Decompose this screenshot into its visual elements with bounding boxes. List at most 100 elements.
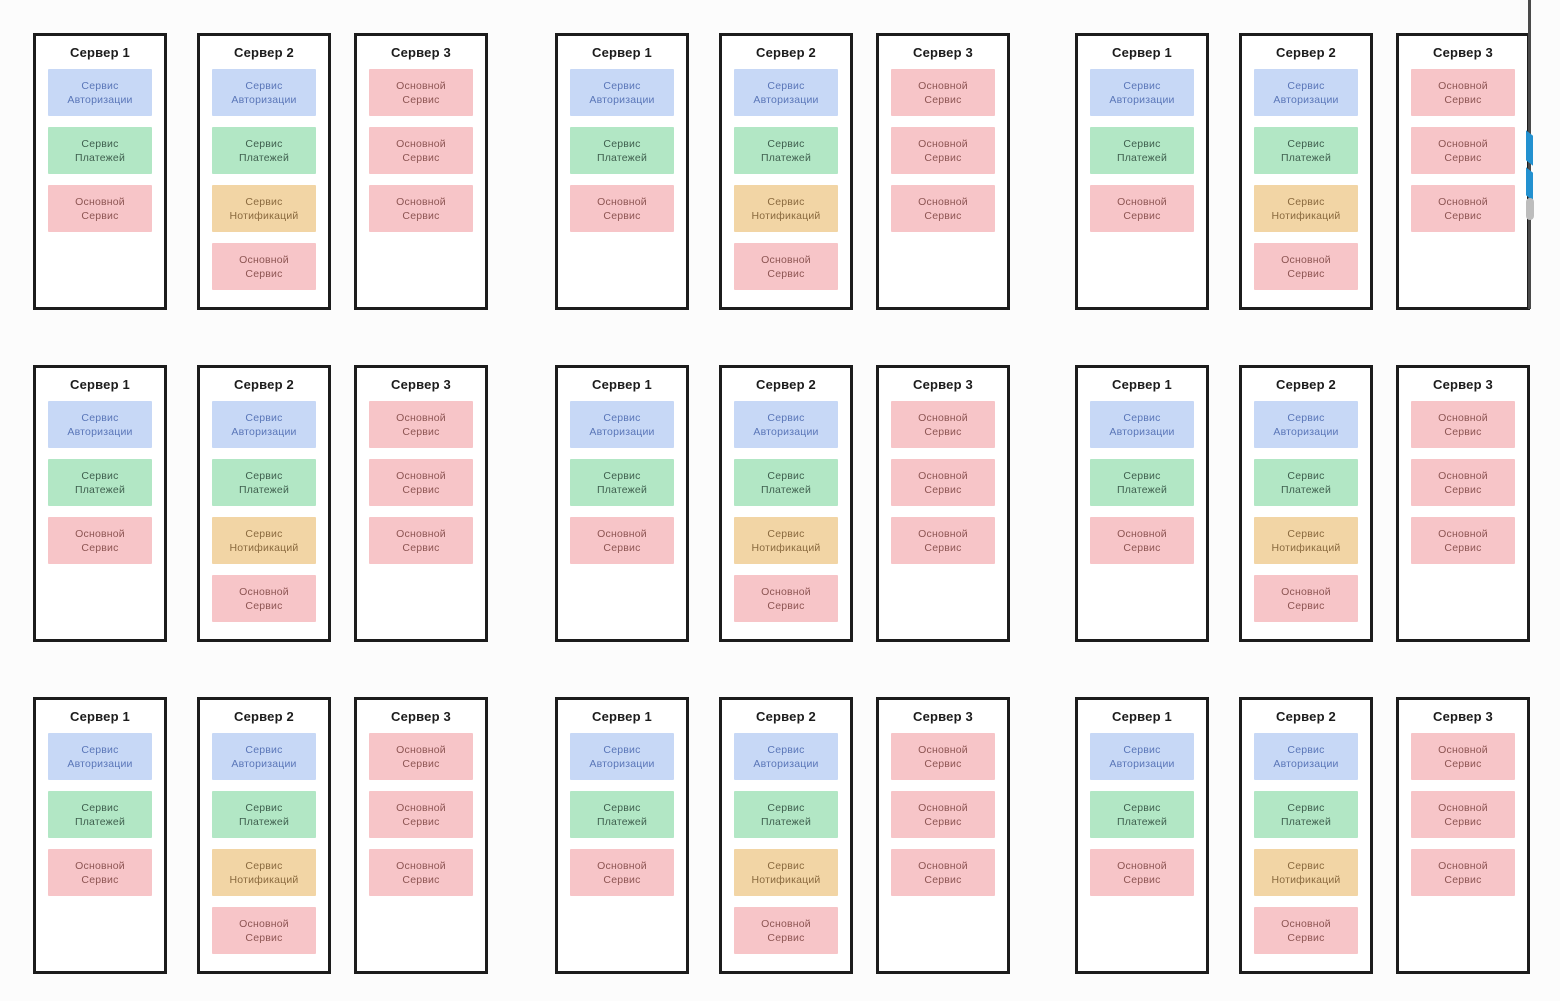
service-label: Авторизации — [589, 93, 655, 106]
server-2-title: Сервер 2 — [756, 377, 816, 392]
server-box-2: Сервер 2 Сервис Авторизации Сервис Плате… — [197, 697, 331, 974]
auth-service-block: Сервис Авторизации — [212, 733, 316, 780]
service-label: Нотификаций — [229, 541, 299, 554]
service-label: Основной — [1281, 917, 1331, 930]
server-box-2: Сервер 2 Сервис Авторизации Сервис Плате… — [197, 365, 331, 642]
service-label: Платежей — [74, 483, 126, 496]
server-3-title: Сервер 3 — [1433, 377, 1493, 392]
service-label: Сервис — [1444, 209, 1482, 222]
service-label: Сервис — [603, 137, 641, 150]
service-label: Сервис — [767, 527, 805, 540]
service-label: Основной — [1438, 743, 1488, 756]
service-label: Сервис — [767, 195, 805, 208]
service-label: Основной — [1438, 411, 1488, 424]
auth-service-block: Сервис Авторизации — [1090, 401, 1194, 448]
service-label: Платежей — [238, 815, 290, 828]
service-label: Основной — [239, 253, 289, 266]
main-service-block: Основной Сервис — [1411, 185, 1515, 232]
service-label: Сервис — [603, 801, 641, 814]
service-label: Сервис — [245, 469, 283, 482]
server-box-1: Сервер 1 Сервис Авторизации Сервис Плате… — [33, 33, 167, 310]
service-label: Сервис — [402, 873, 440, 886]
service-label: Сервис — [603, 79, 641, 92]
notifications-service-block: Сервис Нотификаций — [734, 849, 838, 896]
service-label: Сервис — [767, 599, 805, 612]
server-3-title: Сервер 3 — [1433, 709, 1493, 724]
service-label: Авторизации — [753, 757, 819, 770]
main-service-block: Основной Сервис — [1090, 185, 1194, 232]
service-label: Сервис — [767, 931, 805, 944]
service-label: Сервис — [81, 873, 119, 886]
service-label: Платежей — [1280, 815, 1332, 828]
service-label: Авторизации — [1273, 425, 1339, 438]
main-service-block: Основной Сервис — [570, 849, 674, 896]
server-3-title: Сервер 3 — [1433, 45, 1493, 60]
service-label: Платежей — [74, 815, 126, 828]
service-label: Сервис — [1123, 541, 1161, 554]
service-label: Нотификаций — [751, 541, 821, 554]
service-label: Сервис — [767, 859, 805, 872]
server-1-title: Сервер 1 — [592, 45, 652, 60]
main-service-block: Основной Сервис — [891, 733, 995, 780]
service-label: Сервис — [245, 931, 283, 944]
service-label: Сервис — [245, 79, 283, 92]
service-label: Платежей — [1116, 483, 1168, 496]
service-label: Основной — [1281, 253, 1331, 266]
server-box-3: Сервер 3 Основной Сервис Основной Сервис… — [876, 697, 1010, 974]
service-label: Авторизации — [753, 425, 819, 438]
payments-service-block: Сервис Платежей — [734, 459, 838, 506]
service-label: Сервис — [1123, 209, 1161, 222]
server-1-title: Сервер 1 — [70, 377, 130, 392]
main-service-block: Основной Сервис — [48, 517, 152, 564]
notifications-service-block: Сервис Нотификаций — [1254, 185, 1358, 232]
service-label: Сервис — [402, 425, 440, 438]
main-service-block: Основной Сервис — [369, 69, 473, 116]
service-label: Нотификаций — [751, 873, 821, 886]
server-box-3: Сервер 3 Основной Сервис Основной Сервис… — [354, 697, 488, 974]
main-service-block: Основной Сервис — [1411, 733, 1515, 780]
service-label: Сервис — [245, 801, 283, 814]
server-group-r3-c2: Сервер 1 Сервис Авторизации Сервис Плате… — [555, 697, 1010, 974]
notifications-service-block: Сервис Нотификаций — [212, 849, 316, 896]
service-label: Сервис — [767, 469, 805, 482]
service-label: Авторизации — [67, 93, 133, 106]
service-label: Сервис — [767, 267, 805, 280]
service-label: Сервис — [1444, 151, 1482, 164]
service-label: Платежей — [596, 815, 648, 828]
main-service-block: Основной Сервис — [734, 243, 838, 290]
auth-service-block: Сервис Авторизации — [48, 733, 152, 780]
service-label: Сервис — [924, 873, 962, 886]
payments-service-block: Сервис Платежей — [1090, 127, 1194, 174]
service-label: Авторизации — [1273, 93, 1339, 106]
service-label: Нотификаций — [1271, 873, 1341, 886]
server-box-2: Сервер 2 Сервис Авторизации Сервис Плате… — [719, 697, 853, 974]
service-label: Основной — [918, 801, 968, 814]
server-group-r1-c3: Сервер 1 Сервис Авторизации Сервис Плате… — [1075, 33, 1530, 310]
auth-service-block: Сервис Авторизации — [570, 69, 674, 116]
service-label: Основной — [1281, 585, 1331, 598]
service-label: Основной — [1438, 859, 1488, 872]
server-group-r1-c2: Сервер 1 Сервис Авторизации Сервис Плате… — [555, 33, 1010, 310]
service-label: Сервис — [924, 209, 962, 222]
main-service-block: Основной Сервис — [369, 401, 473, 448]
service-label: Платежей — [1280, 483, 1332, 496]
main-service-block: Основной Сервис — [891, 69, 995, 116]
service-label: Сервис — [1287, 469, 1325, 482]
service-label: Сервис — [1287, 79, 1325, 92]
service-label: Основной — [1438, 195, 1488, 208]
service-label: Авторизации — [1273, 757, 1339, 770]
auth-service-block: Сервис Авторизации — [734, 69, 838, 116]
main-service-block: Основной Сервис — [1254, 907, 1358, 954]
main-service-block: Основной Сервис — [1090, 517, 1194, 564]
service-label: Сервис — [1123, 743, 1161, 756]
server-box-1: Сервер 1 Сервис Авторизации Сервис Плате… — [1075, 365, 1209, 642]
service-label: Сервис — [402, 483, 440, 496]
server-box-3: Сервер 3 Основной Сервис Основной Сервис… — [354, 33, 488, 310]
service-label: Сервис — [1287, 801, 1325, 814]
service-label: Основной — [597, 859, 647, 872]
main-service-block: Основной Сервис — [369, 517, 473, 564]
main-service-block: Основной Сервис — [1254, 575, 1358, 622]
service-label: Основной — [1117, 859, 1167, 872]
service-label: Авторизации — [231, 757, 297, 770]
main-service-block: Основной Сервис — [369, 733, 473, 780]
